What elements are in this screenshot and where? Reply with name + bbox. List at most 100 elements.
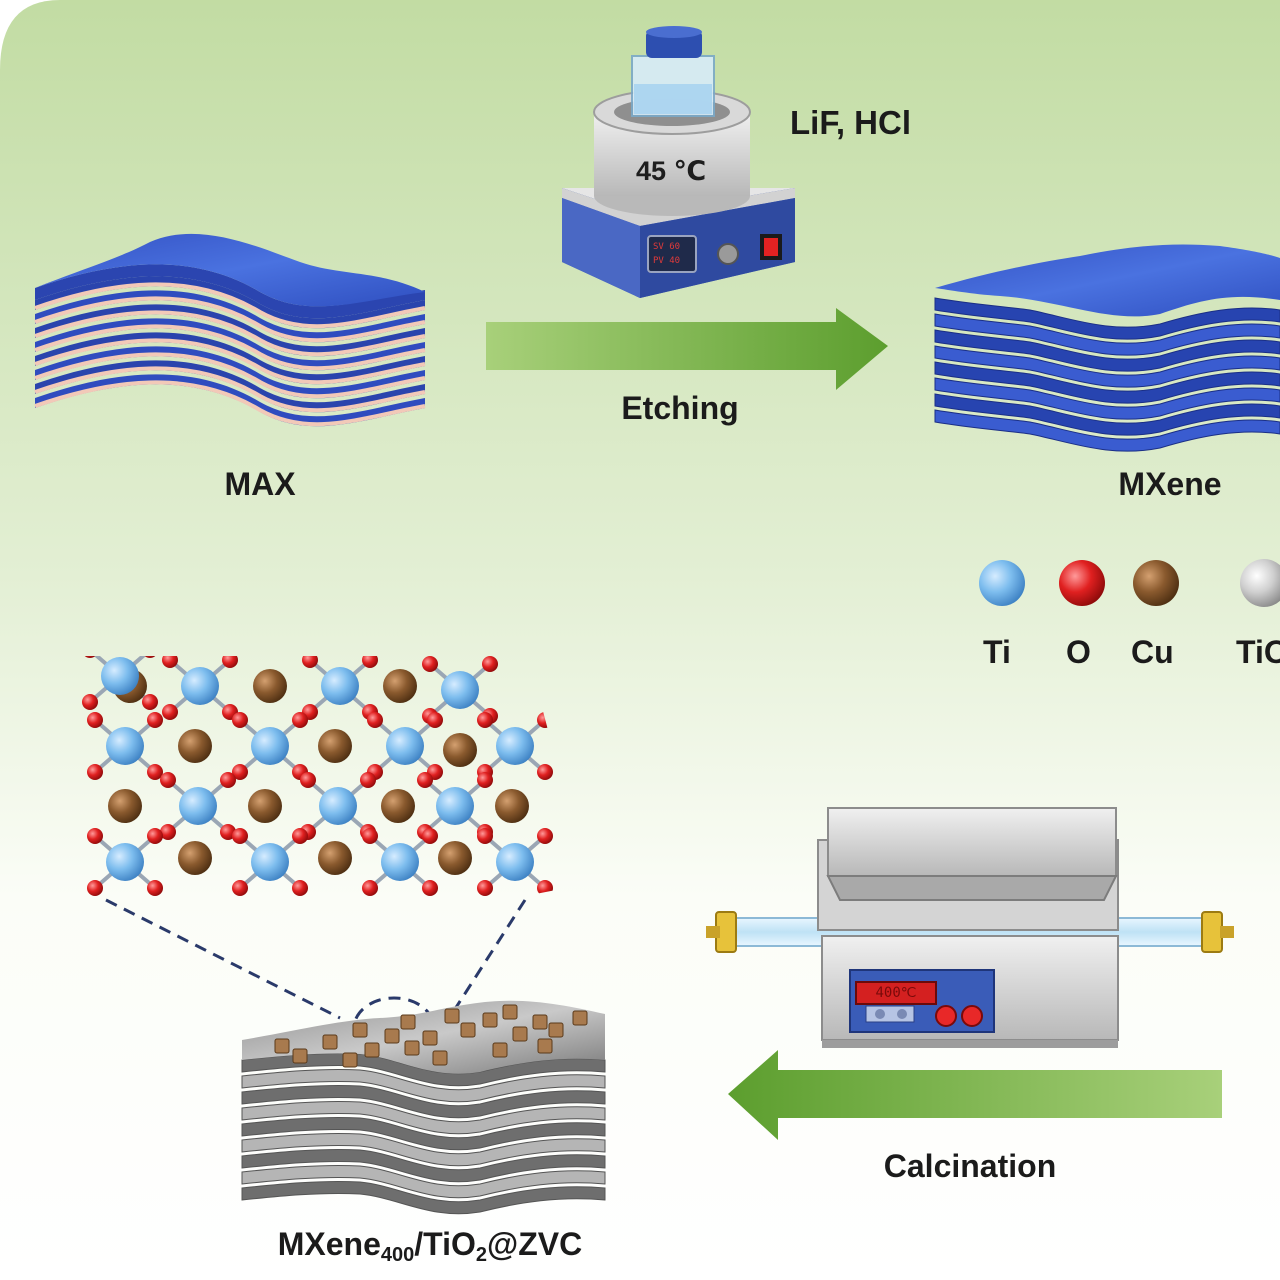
- cu-particle: [292, 1048, 308, 1064]
- max-interlayer: [34, 380, 426, 427]
- oxygen-atom: [427, 712, 443, 728]
- cu-particle: [342, 1052, 358, 1068]
- max-interlayer: [34, 338, 426, 385]
- mxene-layer: [934, 329, 1280, 372]
- legend-tio2-label: TiO: [1236, 634, 1280, 670]
- titanium-atom: [179, 787, 217, 825]
- oxygen-atom: [232, 828, 248, 844]
- oxygen-atom: [477, 772, 493, 788]
- copper-atom: [438, 841, 472, 875]
- product-label-sub2: 2: [475, 1244, 488, 1266]
- max-top-surface: [35, 233, 425, 307]
- max-interlayer: [34, 324, 426, 371]
- oxygen-atom: [162, 656, 178, 668]
- product-layer: [241, 1084, 606, 1119]
- cu-particle: [492, 1042, 508, 1058]
- product-layer: [241, 1132, 606, 1167]
- oxygen-atom: [160, 772, 176, 788]
- oxygen-atom: [302, 656, 318, 668]
- oxygen-atom: [87, 880, 103, 896]
- copper-atom: [383, 669, 417, 703]
- furnace-knob-1: [935, 1005, 957, 1027]
- oxygen-atom: [537, 828, 553, 844]
- max-layer-stack: [34, 233, 426, 427]
- bath-temperature: 45 ℃: [636, 156, 707, 186]
- mxene-layer: [934, 313, 1280, 356]
- mxene-layer: [934, 377, 1280, 420]
- tube-furnace: [706, 807, 1234, 1048]
- titanium-atom: [386, 727, 424, 765]
- legend-cu-sphere: [1133, 560, 1179, 606]
- calcination-label: Calcination: [883, 1148, 1057, 1184]
- max-interlayer: [34, 366, 426, 413]
- hotplate-knob: [717, 243, 739, 265]
- copper-atom: [178, 841, 212, 875]
- oxygen-atom: [417, 772, 433, 788]
- oxygen-atom: [362, 880, 378, 896]
- oxygen-atom: [477, 828, 493, 844]
- hotplate-sv-readout: SV 60: [653, 242, 681, 252]
- cu-particle: [537, 1038, 553, 1054]
- crystal-lattice: [82, 656, 553, 896]
- mxene-layer: [934, 297, 1280, 340]
- oxygen-atom: [160, 824, 176, 840]
- legend-tio2-sphere: [1240, 559, 1280, 607]
- cu-particle: [502, 1004, 518, 1020]
- oxygen-atom: [147, 828, 163, 844]
- oxygen-atom: [87, 764, 103, 780]
- titanium-atom: [106, 727, 144, 765]
- titanium-atom: [381, 843, 419, 881]
- titanium-atom: [436, 787, 474, 825]
- etching-label: Etching: [621, 390, 739, 426]
- copper-atom: [178, 729, 212, 763]
- oxygen-atom: [232, 880, 248, 896]
- cu-particle: [322, 1034, 338, 1050]
- cu-particle: [512, 1026, 528, 1042]
- titanium-atom: [106, 843, 144, 881]
- copper-atom: [248, 789, 282, 823]
- titanium-atom: [251, 843, 289, 881]
- furnace-display: [855, 981, 937, 1005]
- product-layer: [241, 1100, 606, 1135]
- cu-particle: [364, 1042, 380, 1058]
- mxene-layer: [934, 409, 1280, 452]
- product-label-main: MXene: [277, 1226, 381, 1262]
- max-interlayer: [34, 296, 426, 343]
- product-layer: [241, 1116, 606, 1151]
- oxygen-atom: [422, 828, 438, 844]
- cu-particle: [482, 1012, 498, 1028]
- mxene-layer: [934, 361, 1280, 404]
- oxygen-atom: [292, 712, 308, 728]
- oxygen-atom: [537, 764, 553, 780]
- mxene-label: MXene: [1118, 466, 1222, 502]
- oxygen-atom: [222, 656, 238, 668]
- mxene-layer: [934, 393, 1280, 436]
- product-layer-stack: [241, 1000, 606, 1215]
- cu-particle: [404, 1040, 420, 1056]
- oxygen-atom: [362, 828, 378, 844]
- oxygen-atom: [292, 880, 308, 896]
- oxygen-atom: [292, 828, 308, 844]
- oxygen-atom: [300, 772, 316, 788]
- copper-atom: [318, 729, 352, 763]
- cu-particle: [532, 1014, 548, 1030]
- product-label: MXene400/TiO2@ZVC: [230, 1226, 630, 1267]
- legend: [979, 559, 1280, 607]
- oxygen-atom: [477, 712, 493, 728]
- product-layer: [241, 1180, 606, 1215]
- copper-atom: [443, 733, 477, 767]
- copper-atom: [381, 789, 415, 823]
- oxygen-atom: [82, 694, 98, 710]
- product-layer: [241, 1148, 606, 1183]
- product-label-rest: /TiO: [414, 1226, 476, 1262]
- oxygen-atom: [422, 656, 438, 672]
- hotplate-bath: [562, 26, 795, 298]
- oxygen-atom: [142, 694, 158, 710]
- cu-particle: [548, 1022, 564, 1038]
- product-label-end: @ZVC: [487, 1226, 583, 1262]
- oxygen-atom: [162, 704, 178, 720]
- max-interlayer: [34, 352, 426, 399]
- product-layer: [241, 1068, 606, 1103]
- oxygen-atom: [87, 828, 103, 844]
